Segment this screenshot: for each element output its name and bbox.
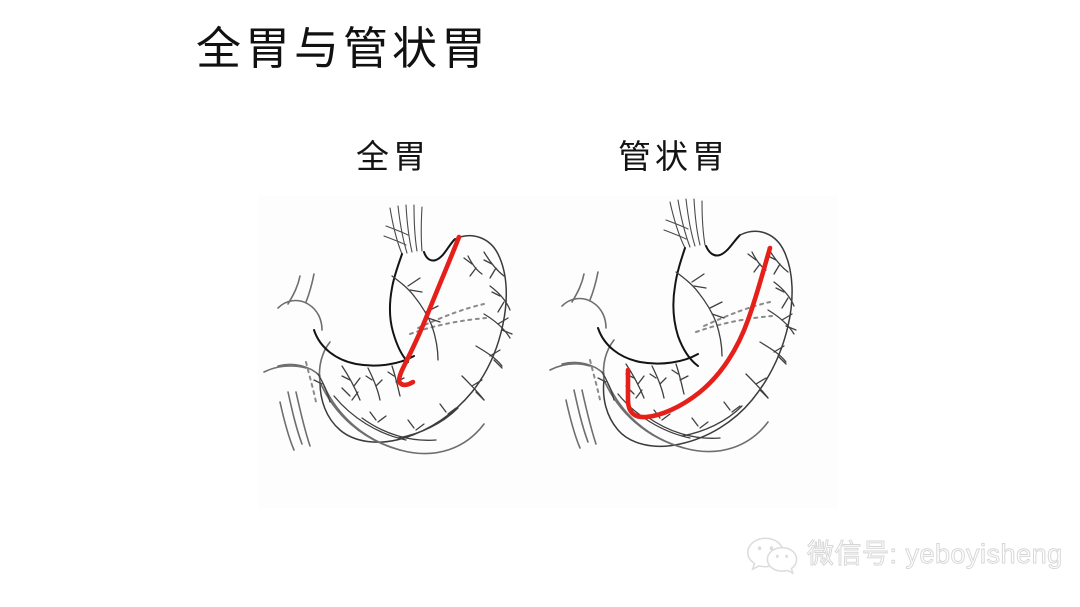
antral-vessels xyxy=(597,363,689,401)
resection-line-total xyxy=(396,234,462,388)
greater-curvature-outline xyxy=(319,234,508,443)
figure-stage xyxy=(258,196,838,508)
stomach-diagram-total xyxy=(258,196,548,508)
vagus-nerve-fibres xyxy=(383,204,423,255)
antral-vessels xyxy=(313,365,405,403)
resection-line-gastric-tube xyxy=(625,245,773,420)
pylorus-duodenum xyxy=(263,273,415,451)
dashed-dissection-plane xyxy=(589,301,773,401)
stomach-diagram-gastric-tube xyxy=(548,196,838,508)
wechat-icon xyxy=(747,537,798,574)
vascular-arcade-upper xyxy=(675,247,789,357)
page-title: 全胃与管状胃 xyxy=(196,24,491,74)
panel-caption-gastric-tube: 管状胃 xyxy=(618,140,729,176)
watermark-text: 微信号: yeboyisheng xyxy=(807,538,1063,569)
greater-curvature-outline xyxy=(602,230,793,448)
pylorus-duodenum xyxy=(549,271,699,449)
lesser-curvature-outline xyxy=(388,238,456,363)
omental-arcade xyxy=(319,381,485,455)
dashed-dissection-plane xyxy=(305,303,487,403)
vagus-nerve-fibres xyxy=(663,198,706,249)
lesser-curvature-outline xyxy=(672,234,741,367)
watermark: 微信号: yeboyisheng xyxy=(746,532,1063,576)
vascular-arcade-greater xyxy=(461,285,513,401)
panel-caption-total-stomach: 全胃 xyxy=(356,140,430,176)
vascular-arcade-greater xyxy=(745,281,797,399)
